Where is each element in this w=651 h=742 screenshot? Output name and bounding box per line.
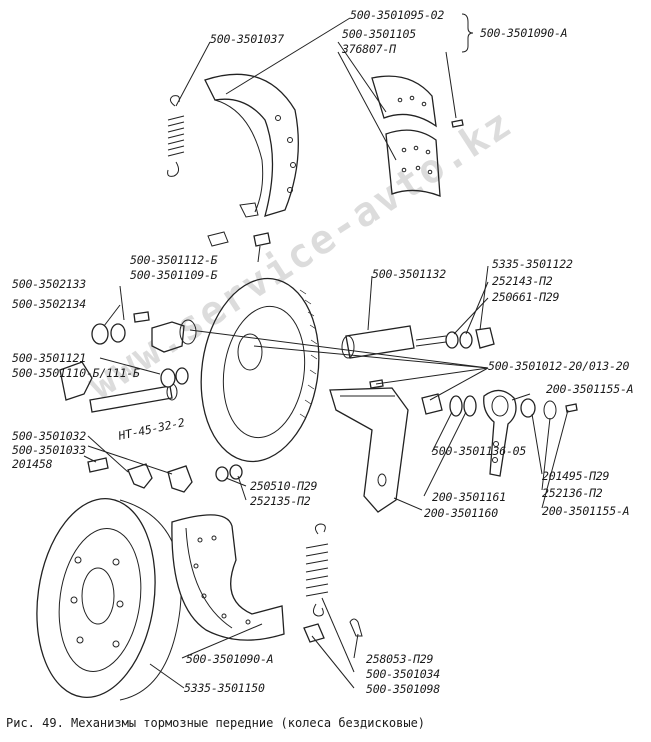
circlip xyxy=(543,400,557,420)
label-part: 500-3501090-А xyxy=(480,26,568,40)
cam-bracket-2 xyxy=(167,465,193,493)
label-part: 500-3501132 xyxy=(372,267,446,281)
ring-right-1 xyxy=(449,395,463,417)
cam-support-bracket xyxy=(329,387,409,513)
cam-bracket-1 xyxy=(127,463,153,489)
label-part: 500-3502134 xyxy=(12,297,86,311)
expander-pin xyxy=(341,325,415,359)
leader-lines xyxy=(83,17,569,689)
label-part: 376807-П xyxy=(342,42,396,56)
washer-b xyxy=(110,323,126,343)
washer-right-2 xyxy=(459,331,473,349)
brake-shoe-bottom xyxy=(171,514,285,641)
label-part: 258053-П29 xyxy=(366,652,434,666)
bushing-right xyxy=(421,393,443,415)
return-spring-top xyxy=(167,95,185,177)
label-part: 201495-П29 xyxy=(542,469,610,483)
bushing-small xyxy=(253,232,271,247)
figure-caption: Рис. 49. Механизмы тормозные передние (к… xyxy=(6,716,426,730)
label-part: 250510-П29 xyxy=(250,479,318,493)
thread-stud xyxy=(415,335,447,347)
rivet xyxy=(451,119,464,128)
label-part: 200-3501161 xyxy=(432,490,506,504)
label-part: 500-3501136-05 xyxy=(432,444,527,458)
bolt-adj xyxy=(565,403,578,413)
label-part: 500-3501121 xyxy=(12,351,86,365)
label-part: 201458 xyxy=(12,457,53,471)
brake-shoe-top xyxy=(204,73,299,218)
group-brace xyxy=(461,13,474,53)
camshaft xyxy=(59,361,189,413)
label-part: 500-3502133 xyxy=(12,277,86,291)
bolt-left xyxy=(87,457,109,473)
label-part: 500-3501112-Б xyxy=(130,253,218,267)
cotter-pin xyxy=(349,618,363,637)
label-part: 5335-3501150 xyxy=(184,681,265,695)
label-part: 252143-П2 xyxy=(492,274,553,288)
label-part: 500-3501098 xyxy=(366,682,440,696)
label-part: 200-3501155-А xyxy=(546,382,634,396)
label-part: 500-3501012-20/013-20 xyxy=(488,359,630,373)
label-part: 200-3501160 xyxy=(424,506,498,520)
label-part: 5335-3501122 xyxy=(492,257,573,271)
brake-drum xyxy=(36,497,182,701)
brake-shield xyxy=(200,277,320,463)
nut-small-1 xyxy=(215,466,229,482)
washer-a xyxy=(91,323,109,345)
ring-right-2 xyxy=(463,395,477,417)
label-part: 500-3501109-Б xyxy=(130,268,218,282)
axle-stub xyxy=(303,623,325,643)
slack-adjuster xyxy=(483,389,517,477)
label-part: 500-3501095-02 xyxy=(350,8,445,22)
washer-adj xyxy=(520,398,536,418)
label-part: 500-3501110-Б/111-Б xyxy=(12,366,140,380)
cap-nut xyxy=(475,327,495,349)
clip xyxy=(207,231,229,247)
label-part: 500-3501033 xyxy=(12,443,86,457)
label-part: 500-3501037 xyxy=(210,32,284,46)
label-part: 250661-П29 xyxy=(492,290,560,304)
label-part: 200-3501155-А xyxy=(542,504,630,518)
brake-lining-top xyxy=(371,75,441,197)
label-part: 252136-П2 xyxy=(542,486,603,500)
anchor-bolt xyxy=(133,311,197,353)
label-part: 500-3501090-А xyxy=(186,652,274,666)
label-part: 500-3501105 xyxy=(342,27,416,41)
nut-small-2 xyxy=(229,464,243,480)
label-part: 500-3501032 xyxy=(12,429,86,443)
label-part: 252135-П2 xyxy=(250,494,311,508)
return-spring-bottom xyxy=(305,523,329,617)
label-part: 500-3501034 xyxy=(366,667,440,681)
washer-right-1 xyxy=(445,331,459,349)
